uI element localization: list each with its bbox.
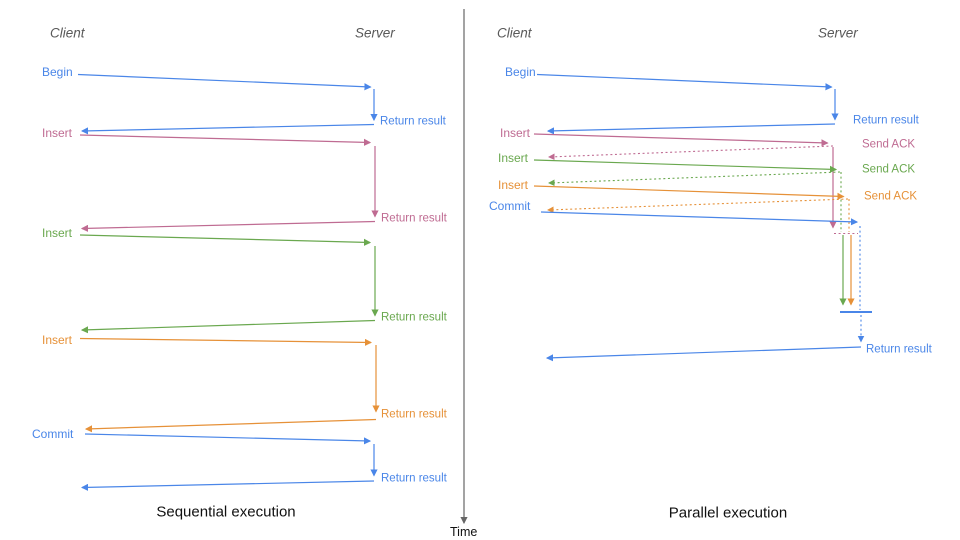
seq-insert2-response-arrow: [80, 319, 376, 334]
seq-begin-result-label: Return result: [380, 115, 446, 128]
seq-panel-title: Sequential execution: [156, 503, 296, 521]
par-insert2-ack-label: Send ACK: [862, 163, 916, 176]
seq-insert3-label: Insert: [42, 333, 73, 347]
par-insert2-label: Insert: [498, 151, 529, 165]
par-begin-response-arrow: [546, 123, 836, 135]
seq-commit-result-label: Return result: [381, 472, 447, 485]
par-insert3-request-arrow: [533, 185, 845, 200]
par-insert3-ack-label: Send ACK: [864, 190, 918, 203]
par-commit-response-arrow: [545, 346, 862, 362]
par-panel-title: Parallel execution: [668, 504, 788, 522]
seq-insert1-response-arrow: [80, 220, 376, 232]
seq-insert3-request-arrow: [79, 337, 373, 347]
seq-insert1-request-arrow: [79, 134, 372, 146]
par-commit-label: Commit: [489, 199, 531, 213]
par-insert1-request-arrow: [533, 133, 829, 147]
seq-server-header: Server: [355, 25, 395, 41]
seq-commit-request-arrow: [84, 433, 372, 445]
seq-begin-request-arrow: [77, 73, 372, 91]
seq-commit-label: Commit: [32, 427, 74, 441]
par-commit-result-label: Return result: [866, 343, 932, 356]
seq-begin-label: Begin: [42, 65, 73, 79]
seq-begin-response-arrow: [80, 123, 375, 135]
par-insert2-request-arrow: [533, 159, 838, 173]
par-client-header: Client: [497, 25, 532, 41]
par-insert1-ack-label: Send ACK: [862, 138, 916, 151]
par-begin-result-label: Return result: [853, 114, 919, 127]
par-insert3-ack-dashed-arrow: [547, 198, 849, 214]
seq-insert3-response-arrow: [84, 418, 377, 433]
par-insert3-label: Insert: [498, 178, 529, 192]
par-begin-request-arrow: [536, 73, 833, 91]
seq-insert2-label: Insert: [42, 226, 73, 240]
par-insert1-label: Insert: [500, 126, 531, 140]
par-begin-label: Begin: [505, 65, 536, 79]
seq-insert2-request-arrow: [79, 234, 372, 246]
seq-insert1-label: Insert: [42, 126, 73, 140]
par-insert1-ack-dashed-arrow: [548, 145, 834, 161]
par-server-header: Server: [818, 25, 858, 41]
par-insert2-ack-dashed-arrow: [548, 171, 841, 187]
seq-insert2-result-label: Return result: [381, 311, 447, 324]
seq-client-header: Client: [50, 25, 85, 41]
seq-commit-response-arrow: [80, 480, 375, 491]
seq-insert1-result-label: Return result: [381, 212, 447, 225]
time-axis-label: Time: [450, 524, 478, 539]
seq-insert3-result-label: Return result: [381, 408, 447, 421]
par-commit-request-arrow: [540, 211, 859, 226]
